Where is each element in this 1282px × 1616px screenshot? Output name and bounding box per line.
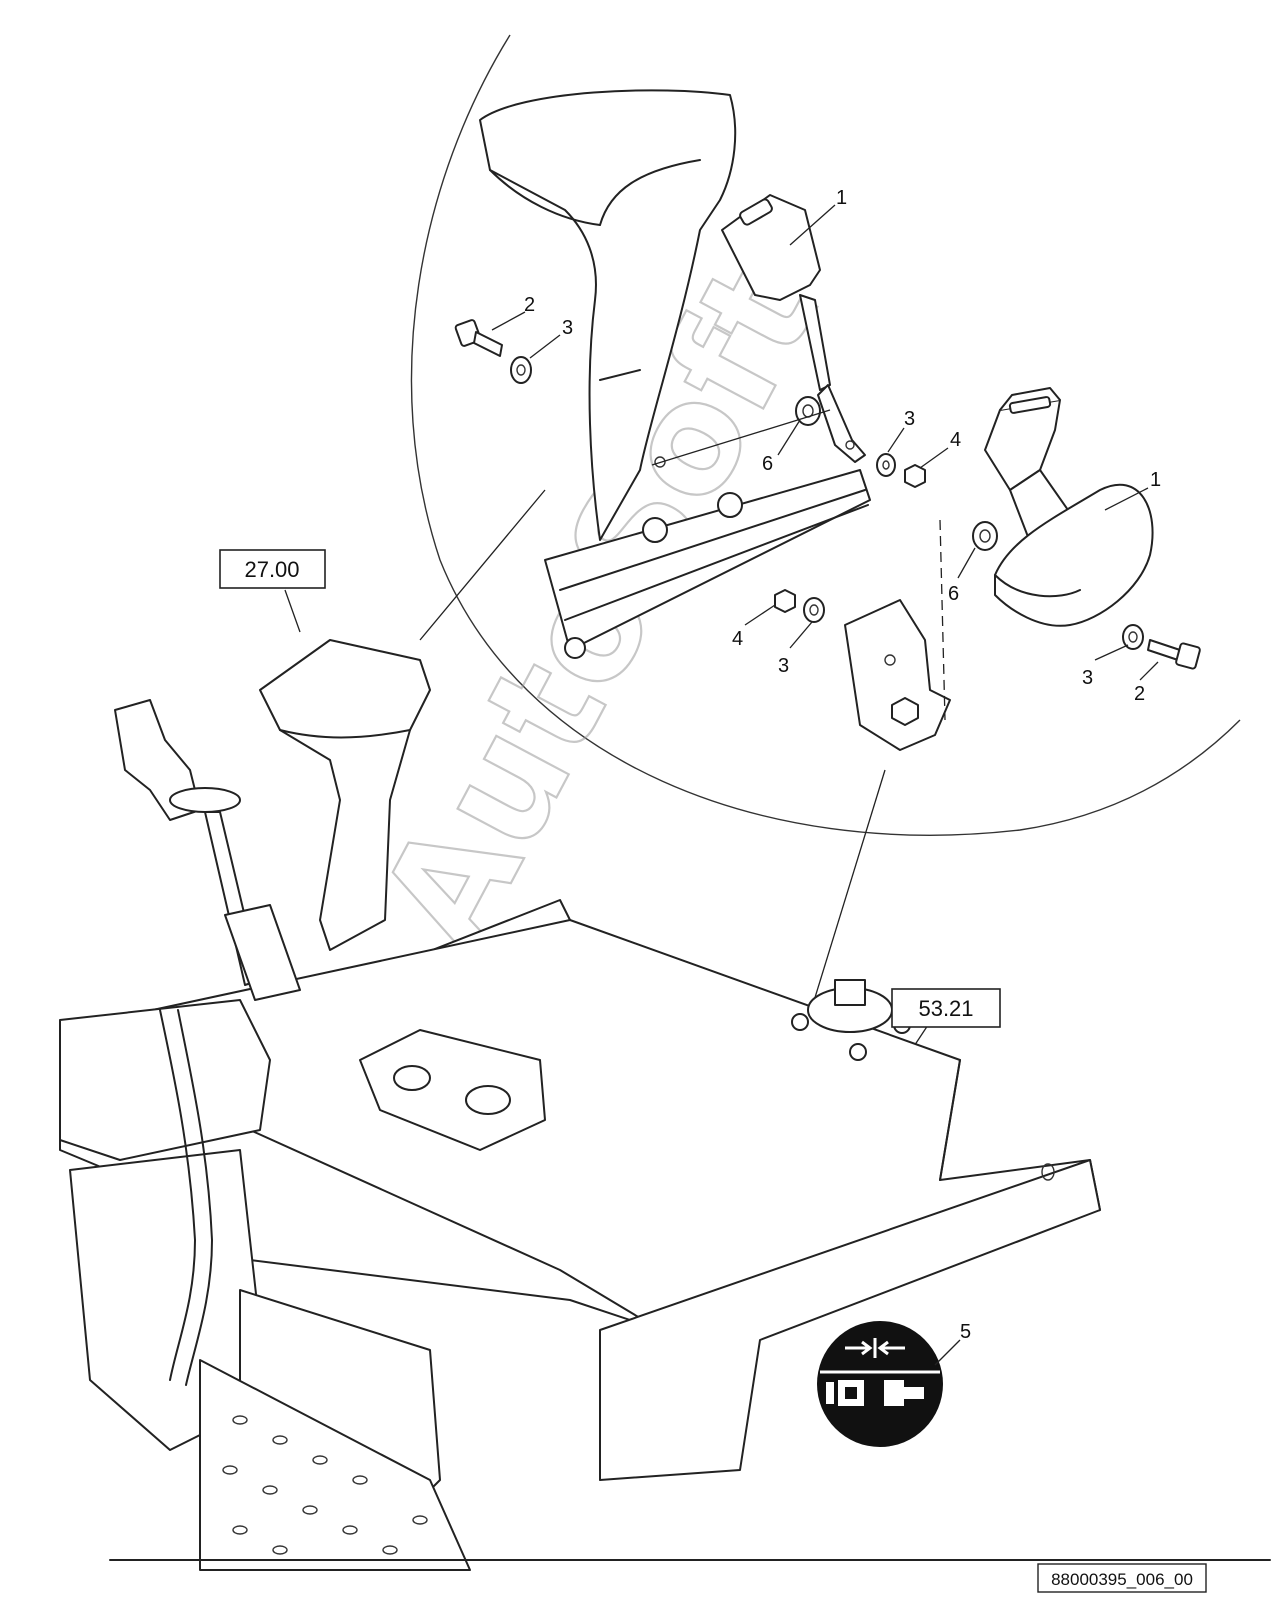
callout-spacer-6-right: 6 [948, 583, 959, 605]
callout-bolt-2-upper: 2 [524, 294, 535, 316]
callout-leaders [491, 204, 1159, 1366]
callout-nut-4-mid: 4 [950, 429, 961, 451]
callout-washer-3-right: 3 [1082, 667, 1093, 689]
seat-belt-buckle-icon [817, 1321, 943, 1447]
machine-assembly [59, 639, 1271, 1571]
callout-bolt-2-right: 2 [1134, 683, 1145, 705]
seat-ref-leader [284, 589, 301, 633]
callout-spacer-6-upper: 6 [762, 453, 773, 475]
svg-text:53.21: 53.21 [918, 996, 973, 1021]
seat-belt-buckle-part [721, 194, 866, 463]
detail-circle [410, 34, 1241, 836]
drawing-id-box: 88000395_006_00 [1037, 1563, 1207, 1593]
seat-belt-retractor-part [984, 387, 1154, 627]
callout-buckle-1: 1 [836, 187, 847, 209]
callout-nut-4-lower: 4 [732, 628, 743, 650]
svg-text:27.00: 27.00 [244, 557, 299, 582]
hardware-detail [454, 319, 1201, 751]
callout-retractor-1: 1 [1150, 469, 1161, 491]
suspension-reference-box: 53.21 [891, 988, 1001, 1028]
seat-bracket-detail [479, 89, 871, 659]
callout-washer-3-upper: 3 [562, 317, 573, 339]
svg-text:88000395_006_00: 88000395_006_00 [1051, 1570, 1193, 1589]
callout-decal-5: 5 [960, 1321, 971, 1343]
seat-reference-box: 27.00 [219, 549, 326, 589]
detail-connector-left [419, 489, 546, 641]
callout-washer-3-lower: 3 [778, 655, 789, 677]
callout-washer-3-mid: 3 [904, 408, 915, 430]
